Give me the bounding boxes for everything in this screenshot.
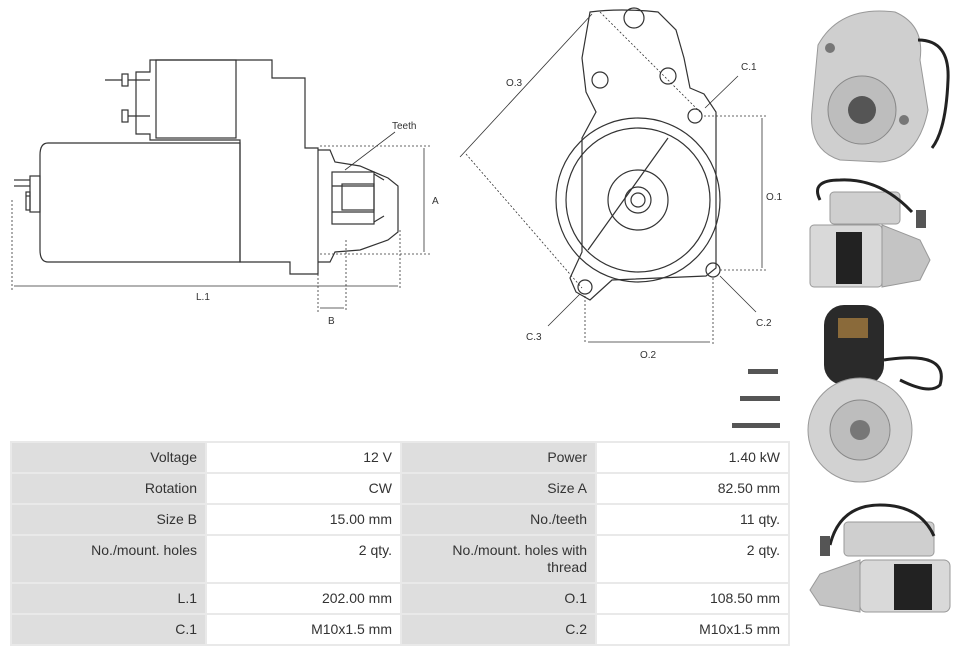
photo-front-flange [811, 10, 950, 163]
photo-side [809, 178, 931, 288]
dim-b-label: B [328, 316, 335, 327]
spec-label: Size B [10, 503, 207, 536]
starter-side-view [14, 59, 399, 275]
spec-label: C.1 [10, 613, 207, 646]
table-row: Rotation CW Size A 82.50 mm [10, 472, 790, 505]
spec-value: 1.40 kW [595, 441, 790, 474]
spec-value: 12 V [205, 441, 402, 474]
table-row: L.1 202.00 mm O.1 108.50 mm [10, 582, 790, 615]
starter-front-view [555, 7, 721, 301]
c1-label: C.1 [741, 62, 757, 73]
spec-value: 108.50 mm [595, 582, 790, 615]
spec-value: 82.50 mm [595, 472, 790, 505]
spec-value: 11 qty. [595, 503, 790, 536]
c2-label: C.2 [756, 318, 772, 329]
spec-value: 2 qty. [595, 534, 790, 584]
side-dimension-lines [11, 145, 430, 312]
teeth-label: Teeth [392, 121, 416, 132]
photo-side-2 [809, 503, 951, 613]
spec-label: No./mount. holes with thread [400, 534, 597, 584]
spec-label: Power [400, 441, 597, 474]
spec-value: 2 qty. [205, 534, 402, 584]
spec-label: L.1 [10, 582, 207, 615]
table-row: C.1 M10x1.5 mm C.2 M10x1.5 mm [10, 613, 790, 646]
spec-label: Size A [400, 472, 597, 505]
spec-label: No./teeth [400, 503, 597, 536]
dim-o3-label: O.3 [506, 78, 523, 89]
spec-value: 202.00 mm [205, 582, 402, 615]
table-row: Size B 15.00 mm No./teeth 11 qty. [10, 503, 790, 536]
spec-value: CW [205, 472, 402, 505]
table-row: No./mount. holes 2 qty. No./mount. holes… [10, 534, 790, 584]
spec-label: O.1 [400, 582, 597, 615]
c3-label: C.3 [526, 332, 542, 343]
spec-value: M10x1.5 mm [595, 613, 790, 646]
spec-label: No./mount. holes [10, 534, 207, 584]
side-dimension-arrows [14, 131, 425, 309]
front-dimension-lines [465, 11, 766, 344]
table-row: Voltage 12 V Power 1.40 kW [10, 441, 790, 474]
spec-value: M10x1.5 mm [205, 613, 402, 646]
dim-l1-label: L.1 [196, 292, 210, 303]
dim-a-label: A [432, 196, 439, 207]
front-dimension-arrows [459, 13, 763, 343]
specs-table: Voltage 12 V Power 1.40 kW Rotation CW S… [10, 441, 790, 646]
spec-label: C.2 [400, 613, 597, 646]
spec-label: Rotation [10, 472, 207, 505]
photo-rear [807, 305, 943, 483]
dim-o1-label: O.1 [766, 192, 783, 203]
technical-drawing: Teeth A B L.1 O.1 O.2 O.3 C.1 C.2 C.3 [11, 7, 783, 428]
spec-value: 15.00 mm [205, 503, 402, 536]
small-marks [732, 369, 780, 428]
dim-o2-label: O.2 [640, 350, 657, 361]
product-photos [807, 10, 951, 613]
spec-label: Voltage [10, 441, 207, 474]
